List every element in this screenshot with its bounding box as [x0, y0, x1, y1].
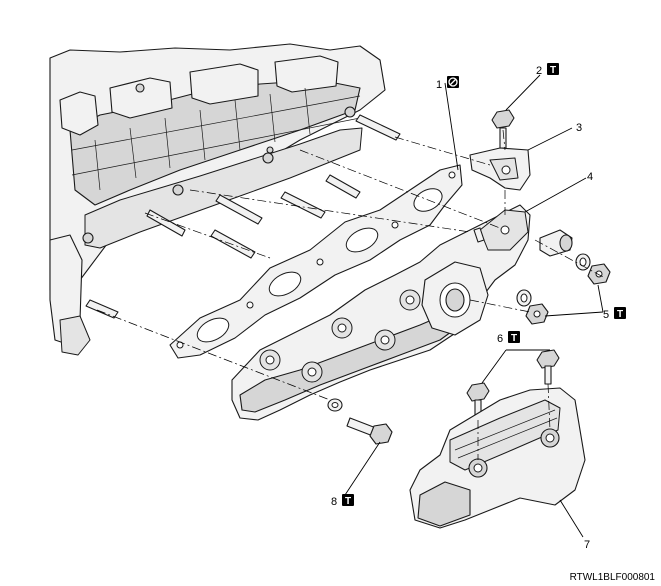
callout-number-2: 2: [536, 65, 542, 77]
heat-shield: [409, 387, 586, 529]
tightening-torque-icon: T: [508, 331, 520, 344]
callout-number-4: 4: [587, 171, 593, 183]
bolt-item-2: [491, 109, 515, 149]
leader-lines: [344, 74, 604, 538]
tightening-torque-icon: T: [614, 307, 626, 320]
alignment-centerlines: [96, 129, 606, 460]
nut-lower: [525, 303, 549, 325]
washer-upper: [575, 253, 591, 271]
manifold-bracket: [469, 147, 531, 191]
nut-upper: [587, 263, 611, 285]
spacer-collar: [539, 229, 573, 257]
svg-text:T: T: [511, 333, 517, 344]
callout-number-7: 7: [584, 539, 590, 551]
callout-number-8: 8: [331, 496, 337, 508]
exhaust-manifold-gasket: [169, 164, 463, 359]
callout-number-5: 5: [603, 309, 609, 321]
figure-reference-code: RTWL1BLF000801: [570, 572, 656, 583]
cylinder-head: [49, 43, 401, 356]
tightening-torque-icon: T: [547, 63, 559, 76]
svg-text:T: T: [345, 496, 351, 507]
manifold-washer: [327, 398, 343, 412]
do-not-reuse-icon: [447, 76, 459, 88]
exhaust-manifold: [231, 204, 531, 421]
callout-number-1: 1: [436, 79, 442, 91]
svg-text:T: T: [617, 309, 623, 320]
callout-number-3: 3: [576, 122, 582, 134]
heat-shield-bolt-right: [536, 349, 560, 385]
washer-lower: [516, 289, 532, 307]
callout-number-6: 6: [497, 333, 503, 345]
svg-text:T: T: [550, 65, 556, 76]
manifold-bolt-item-8: [346, 417, 393, 445]
tightening-torque-icon: T: [342, 494, 354, 507]
